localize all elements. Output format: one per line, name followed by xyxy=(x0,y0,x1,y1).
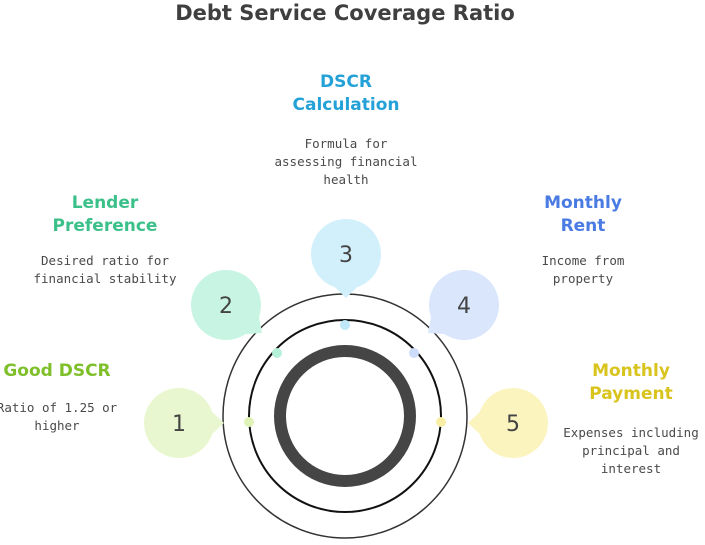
step-4-ring-dot xyxy=(409,348,419,358)
step-2-description-line: financial stability xyxy=(34,271,177,286)
step-3-heading-line: DSCR xyxy=(320,72,372,92)
step-4-heading-line: Monthly xyxy=(544,193,622,213)
step-5-ring-dot xyxy=(436,417,446,427)
step-1-heading-line: Good DSCR xyxy=(3,361,110,381)
step-4-bubble-pointer xyxy=(428,316,445,335)
step-2-bubble xyxy=(191,270,261,340)
step-3-bubble-pointer xyxy=(334,287,358,298)
step-5-heading-line: Monthly xyxy=(592,361,670,381)
step-1-description-line: Ratio of 1.25 or xyxy=(0,400,118,415)
step-4-description-line: Income from xyxy=(542,253,625,268)
step-4-description-line: property xyxy=(553,271,614,286)
step-4-bubble xyxy=(429,270,499,340)
step-2-description-line: Desired ratio for xyxy=(41,253,169,268)
step-5-bubble-pointer xyxy=(468,411,480,435)
step-3-description-line: Formula for xyxy=(305,136,388,151)
step-4-number: 4 xyxy=(457,294,471,319)
step-3-bubble xyxy=(311,219,381,289)
diagram-title: Debt Service Coverage Ratio xyxy=(175,1,515,25)
step-3-heading-line: Calculation xyxy=(293,95,400,115)
step-1-number: 1 xyxy=(172,412,186,437)
center-ring xyxy=(274,345,416,487)
step-5-description-line: interest xyxy=(601,461,661,476)
step-5-description-line: principal and xyxy=(582,443,680,458)
step-5-number: 5 xyxy=(506,412,520,437)
step-3-description-line: health xyxy=(323,172,368,187)
step-2-ring-dot xyxy=(272,348,282,358)
step-2-heading-line: Lender xyxy=(72,193,139,213)
step-3-ring-dot xyxy=(340,320,350,330)
step-5-description-line: Expenses including xyxy=(563,425,698,440)
step-5-heading-line: Payment xyxy=(589,384,673,404)
step-3-number: 3 xyxy=(339,243,353,268)
step-1-description-line: higher xyxy=(34,418,80,433)
steps-layer: 1 Good DSCR Ratio of 1.25 or higher 2 LenderP… xyxy=(0,72,699,476)
step-1-ring-dot xyxy=(244,417,254,427)
step-4-heading-line: Rent xyxy=(561,216,606,236)
step-1: 1 Good DSCR Ratio of 1.25 or higher xyxy=(0,361,254,458)
step-2-bubble-pointer xyxy=(245,316,262,335)
step-3-description-line: assessing financial xyxy=(275,154,418,169)
step-1-bubble-pointer xyxy=(212,411,224,435)
step-5-bubble xyxy=(478,388,548,458)
step-2-heading-line: Preference xyxy=(53,216,158,236)
step-2-number: 2 xyxy=(219,294,233,319)
step-1-bubble xyxy=(144,388,214,458)
